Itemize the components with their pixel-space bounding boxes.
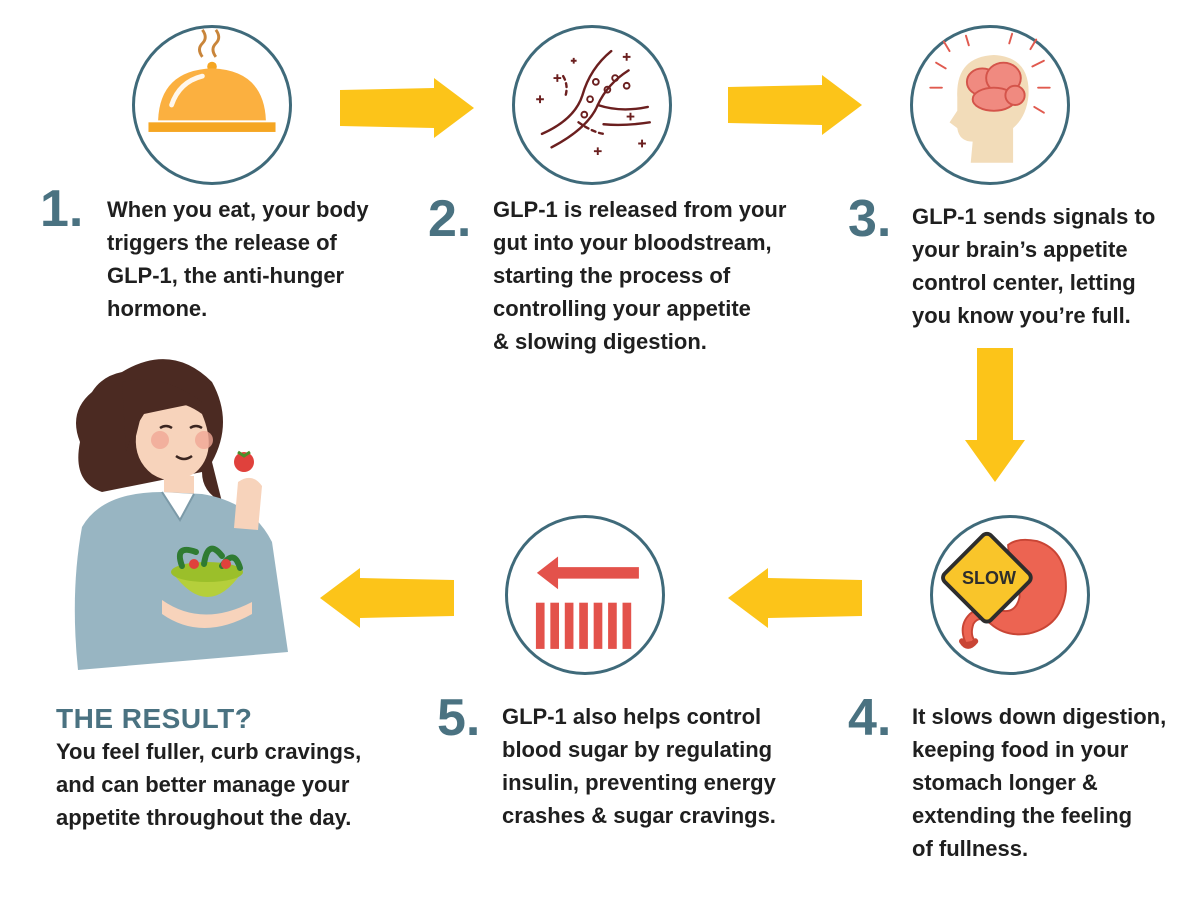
step-1-text: When you eat, your body triggers the rel… (107, 197, 369, 321)
step-4-number: 4. (848, 689, 892, 747)
step-1-circle (132, 25, 292, 185)
step-3-number: 3. (848, 190, 892, 248)
brain-signal-icon (929, 32, 1051, 163)
slow-stomach-icon (941, 531, 1067, 649)
result-text: You feel fuller, curb cravings, and can … (56, 739, 362, 830)
step-3-text: GLP-1 sends signals to your brain’s appe… (912, 204, 1156, 328)
gut-bloodstream-icon (536, 49, 651, 156)
step-5-text: GLP-1 also helps control blood sugar by … (502, 704, 776, 828)
blood-sugar-control-icon (535, 556, 639, 649)
step-5-circle (505, 515, 665, 675)
step-2-text: GLP-1 is released from your gut into you… (493, 197, 787, 354)
step-2-number: 2. (428, 190, 472, 248)
step-2-circle (512, 25, 672, 185)
step-3-circle (910, 25, 1070, 185)
arrow-3-to-4 (965, 348, 1025, 482)
step-4-circle: SLOW (930, 515, 1090, 675)
result-title: THE RESULT? (56, 703, 253, 734)
food-cloche-icon (148, 29, 276, 132)
arrow-4-to-5 (728, 568, 862, 628)
arrow-1-to-2 (340, 78, 474, 138)
step-4-text: It slows down digestion, keeping food in… (912, 704, 1167, 861)
woman-eating-salad-illustration (74, 359, 288, 670)
step-5-number: 5. (437, 689, 481, 747)
slow-sign-label: SLOW (962, 568, 1016, 588)
arrow-5-to-result (320, 568, 454, 628)
step-1-number: 1. (40, 180, 84, 238)
arrow-2-to-3 (728, 75, 862, 135)
